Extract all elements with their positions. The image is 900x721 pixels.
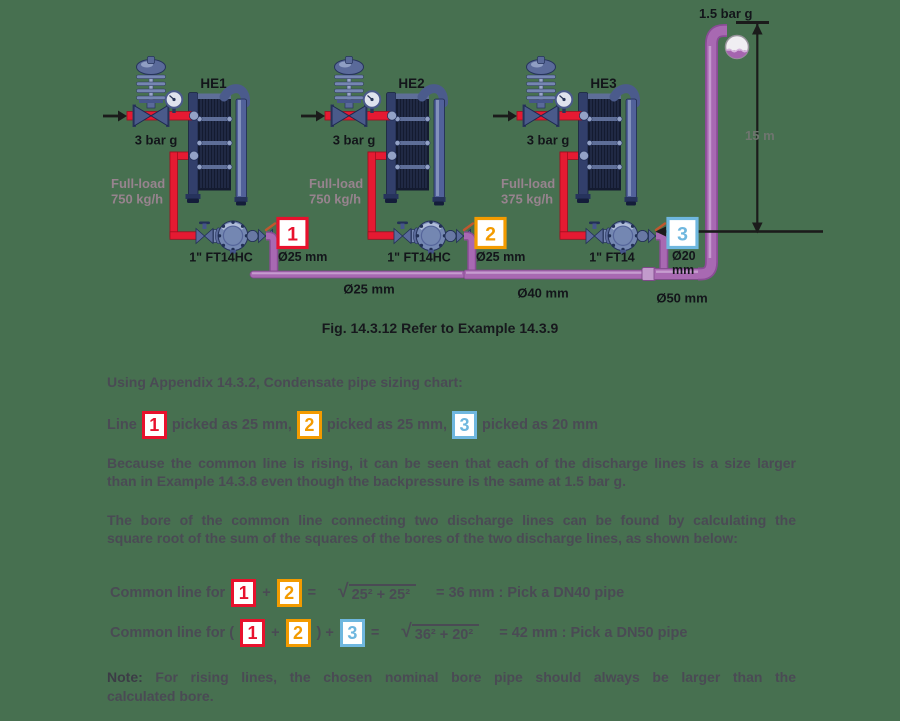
tag-box-1: 1 <box>276 216 309 250</box>
paragraph-rising-line: Because the common line is rising, it ca… <box>107 454 796 490</box>
he3-load-label-1: Full-load <box>501 176 555 191</box>
formula1-tag-1: 1 <box>231 579 257 607</box>
radical-icon: √ <box>401 621 412 642</box>
branch1-size-label: Ø25 mm <box>278 250 327 264</box>
he2-pressure-label: 3 bar g <box>333 133 376 148</box>
radical-icon: √ <box>338 581 349 602</box>
he1-label: HE1 <box>200 76 227 91</box>
trap1-label: 1" FT14HC <box>189 251 253 265</box>
svg-text:1: 1 <box>287 224 298 246</box>
equals-sign: = <box>307 585 317 601</box>
intro-text: Using Appendix 14.3.2, Condensate pipe s… <box>107 374 463 390</box>
equals-sign: = <box>370 625 380 641</box>
tag-2-inline: 2 <box>296 411 322 439</box>
paragraph-bore-calc: The bore of the common line connecting t… <box>107 511 796 547</box>
common-condensate-line <box>249 267 707 281</box>
he2-label: HE2 <box>398 76 424 91</box>
square-root-expression: √ 25² + 25² <box>338 581 417 602</box>
formula2-result: = 42 mm : Pick a DN50 pipe <box>499 625 688 641</box>
trap3-label: 1" FT14 <box>589 251 635 265</box>
pick-seg2: picked as 25 mm, <box>326 417 447 433</box>
svg-text:3: 3 <box>677 224 688 246</box>
tag-box-2: 2 <box>474 216 507 250</box>
heat-exchanger-unit-1 <box>103 57 275 274</box>
he2-load-label-1: Full-load <box>309 176 363 191</box>
tag-1-inline: 1 <box>141 411 167 439</box>
formula-row-1: Common line for 1 + 2 = √ 25² + 25² = 36… <box>110 579 799 607</box>
formula1-result: = 36 mm : Pick a DN40 pipe <box>436 585 625 601</box>
formula-row-2: Common line for ( 1 + 2 ) + 3 = √ 36² + … <box>110 619 799 647</box>
riser-pressure-label: 1.5 bar g <box>699 6 753 21</box>
he1-load-label-1: Full-load <box>111 176 165 191</box>
formula2-tag-2: 2 <box>285 619 311 647</box>
formula2-tag-3: 3 <box>339 619 365 647</box>
formula2-tag-1: 1 <box>240 619 266 647</box>
branch3-size-label-1: Ø20 <box>672 249 696 263</box>
paragraph-line: The bore of the common line connecting t… <box>107 512 796 528</box>
he3-label: HE3 <box>590 76 617 91</box>
tag-3-inline: 3 <box>452 411 477 439</box>
riser-pipe <box>698 24 727 281</box>
plus-sign: + <box>271 625 280 641</box>
riser-height-label: 15 m <box>745 128 775 143</box>
paragraph-line: square root of the sum of the squares of… <box>107 530 738 547</box>
he3-pressure-label: 3 bar g <box>527 133 570 148</box>
note-line-1: Note: For rising lines, the chosen nomin… <box>107 668 796 687</box>
common-size-50-label: Ø50 mm <box>656 291 707 306</box>
he1-load-label-2: 750 kg/h <box>111 192 163 207</box>
he1-pressure-label: 3 bar g <box>135 133 178 148</box>
pick-seg3: picked as 20 mm <box>482 417 599 433</box>
paragraph-line: than in Example 14.3.8 even though the b… <box>107 473 626 490</box>
plus-sign: + <box>262 585 271 601</box>
discharge-ball <box>724 34 750 60</box>
square-root-expression: √ 36² + 20² <box>401 621 480 642</box>
common-size-25-label: Ø25 mm <box>343 282 394 297</box>
formula1-label: Common line for <box>110 585 226 601</box>
branch2-size-label: Ø25 mm <box>476 250 525 264</box>
tag-box-3: 3 <box>666 216 699 250</box>
process-diagram: 1 2 3 HE1 HE2 HE3 3 bar g 3 bar g 3 bar … <box>0 6 823 306</box>
heat-exchanger-unit-3 <box>493 57 665 274</box>
line-pick-row: Line 1 picked as 25 mm, 2 picked as 25 m… <box>107 411 796 439</box>
pick-lead: Line <box>107 417 137 433</box>
trap2-label: 1" FT14HC <box>387 251 451 265</box>
svg-text:2: 2 <box>485 224 496 246</box>
he2-load-label-2: 750 kg/h <box>309 192 361 207</box>
note-line-2: calculated bore. <box>107 687 214 704</box>
note-bold: Note: <box>107 669 143 685</box>
note-rest: For rising lines, the chosen nominal bor… <box>155 669 797 685</box>
common-size-40-label: Ø40 mm <box>517 286 568 301</box>
radicand: 36² + 20² <box>411 624 480 642</box>
note-paragraph: Note: For rising lines, the chosen nomin… <box>107 668 796 705</box>
height-dimension <box>655 21 823 237</box>
formula2-label: Common line for ( <box>110 625 235 641</box>
heat-exchanger-unit-2 <box>301 57 473 274</box>
paragraph-line: Because the common line is rising, it ca… <box>107 455 796 471</box>
close-paren-plus: ) + <box>316 625 334 641</box>
he3-load-label-2: 375 kg/h <box>501 192 553 207</box>
branch3-size-label-2: mm <box>672 263 694 277</box>
figure-caption: Fig. 14.3.12 Refer to Example 14.3.9 <box>321 320 559 336</box>
radicand: 25² + 25² <box>348 584 417 602</box>
pick-seg1: picked as 25 mm, <box>171 417 292 433</box>
formula1-tag-2: 2 <box>276 579 302 607</box>
